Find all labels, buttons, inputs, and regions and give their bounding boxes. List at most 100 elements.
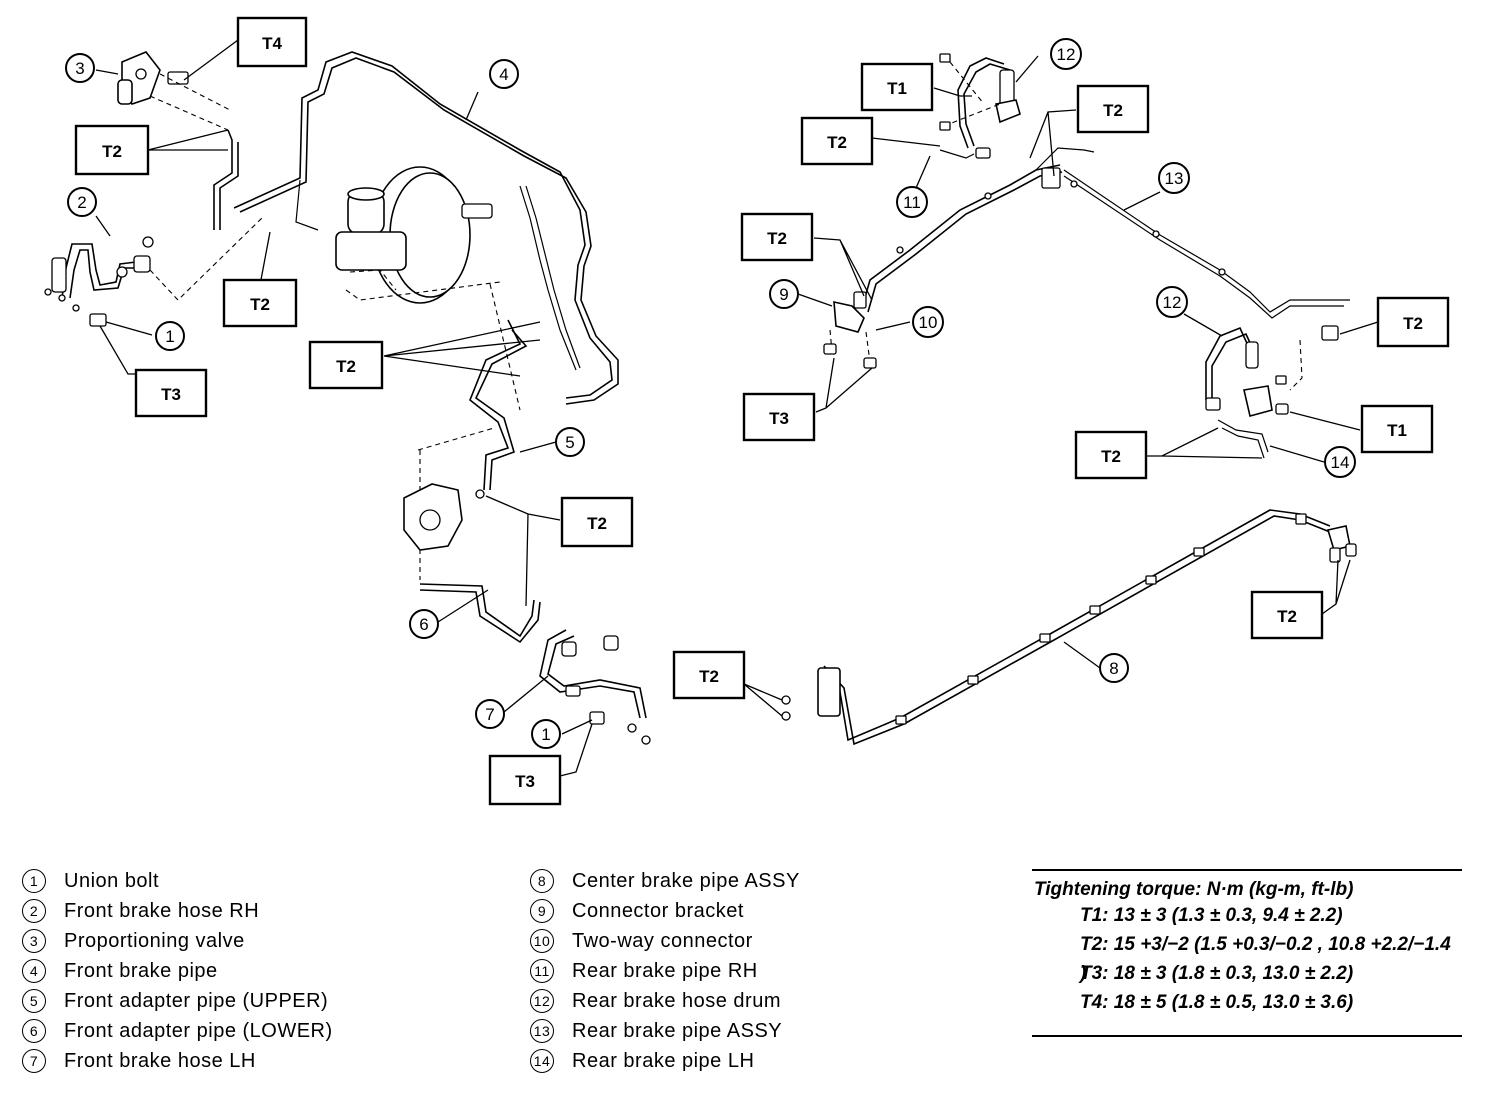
rear-brake-pipe-assy xyxy=(861,147,1350,319)
svg-text:T2: T2 xyxy=(250,295,270,314)
svg-text:1: 1 xyxy=(541,725,550,744)
rear-brake-hose-drum-right xyxy=(1205,325,1339,459)
legend-number: 7 xyxy=(22,1049,46,1073)
legend-text: Center brake pipe ASSY xyxy=(572,869,800,892)
legend-number: 1 xyxy=(22,869,46,893)
callout-12-right: 12 xyxy=(1156,286,1188,318)
legend-text: Connector bracket xyxy=(572,899,744,922)
rear-brake-hose-drum-top xyxy=(939,53,1021,159)
svg-text:13: 13 xyxy=(1165,169,1184,188)
svg-text:T2: T2 xyxy=(699,667,719,686)
svg-text:T3: T3 xyxy=(161,385,181,404)
legend-item: 9 Connector bracket xyxy=(530,896,1000,926)
svg-text:9: 9 xyxy=(779,285,788,304)
torque-box-t3-bottom: T3 xyxy=(488,754,562,806)
svg-text:T2: T2 xyxy=(587,514,607,533)
svg-text:T2: T2 xyxy=(102,142,122,161)
connector-bracket xyxy=(823,291,877,369)
torque-box-t2-adapter: T2 xyxy=(560,496,634,548)
callout-5: 5 xyxy=(555,427,585,457)
svg-text:8: 8 xyxy=(1109,659,1118,678)
torque-box-t1-rear-right: T1 xyxy=(1360,404,1434,454)
legend-number: 2 xyxy=(22,899,46,923)
torque-t1: T1: 13 ± 3 (1.3 ± 0.3, 9.4 ± 2.2) xyxy=(1080,905,1343,926)
torque-box-t4-top: T4 xyxy=(236,16,308,68)
callout-3: 3 xyxy=(65,53,95,83)
legend-item: 14 Rear brake pipe LH xyxy=(530,1046,1000,1076)
union-bolt-left xyxy=(89,313,153,375)
torque-box-t2-center-left: T2 xyxy=(672,650,746,700)
tightening-torque-spec: Tightening torque: N·m (kg-m, ft-lb) T1:… xyxy=(1032,869,1462,1037)
svg-text:T1: T1 xyxy=(1387,421,1407,440)
legend-item: 8 Center brake pipe ASSY xyxy=(530,866,1000,896)
callout-9: 9 xyxy=(769,279,799,309)
torque-box-t2-rear-conn: T2 xyxy=(740,212,814,262)
center-leaders xyxy=(743,559,1351,717)
legend-text: Front brake pipe xyxy=(64,959,218,982)
svg-text:5: 5 xyxy=(565,433,574,452)
svg-text:T4: T4 xyxy=(262,34,282,53)
svg-text:4: 4 xyxy=(499,65,508,84)
legend-text: Rear brake pipe LH xyxy=(572,1049,755,1072)
svg-text:T2: T2 xyxy=(1103,101,1123,120)
legend-item: 3 Proportioning valve xyxy=(22,926,492,956)
callout-1-left: 1 xyxy=(155,321,185,351)
svg-text:3: 3 xyxy=(75,59,84,78)
svg-text:T2: T2 xyxy=(336,357,356,376)
front-brake-pipe xyxy=(213,51,619,405)
rear-leaders xyxy=(797,55,1379,463)
svg-text:14: 14 xyxy=(1331,453,1350,472)
legend-number: 3 xyxy=(22,929,46,953)
torque-t2: T2: 15 +3/−2 (1.5 +0.3/−0.2 , 10.8 +2.2/… xyxy=(1080,934,1451,984)
master-cylinder xyxy=(335,166,501,304)
center-brake-pipe-assy xyxy=(781,509,1357,746)
callout-4: 4 xyxy=(489,59,519,89)
torque-box-t2-front-mid: T2 xyxy=(222,278,298,328)
legend-number: 10 xyxy=(530,929,554,953)
front-brake-hose-lh xyxy=(539,629,651,745)
legend-text: Front adapter pipe (LOWER) xyxy=(64,1019,333,1042)
svg-text:T2: T2 xyxy=(767,229,787,248)
torque-box-t2-rear-top: T2 xyxy=(1076,84,1150,134)
callout-8: 8 xyxy=(1099,653,1129,683)
proportioning-valve xyxy=(117,51,231,131)
legend-number: 6 xyxy=(22,1019,46,1043)
svg-text:12: 12 xyxy=(1163,293,1182,312)
legend-number: 8 xyxy=(530,869,554,893)
callout-10: 10 xyxy=(912,306,944,338)
svg-text:T2: T2 xyxy=(827,133,847,152)
front-brake-hose-rh xyxy=(44,217,263,312)
callout-13: 13 xyxy=(1158,162,1190,194)
svg-text:6: 6 xyxy=(419,615,428,634)
legend-text: Rear brake hose drum xyxy=(572,989,781,1012)
legend-text: Front brake hose LH xyxy=(64,1049,256,1072)
svg-text:10: 10 xyxy=(919,313,938,332)
svg-text:12: 12 xyxy=(1057,45,1076,64)
legend-item: 7 Front brake hose LH xyxy=(22,1046,492,1076)
legend-item: 6 Front adapter pipe (LOWER) xyxy=(22,1016,492,1046)
svg-text:T3: T3 xyxy=(769,409,789,428)
svg-text:7: 7 xyxy=(485,705,494,724)
torque-box-t2-rear-lh: T2 xyxy=(1074,430,1148,480)
legend-item: 12 Rear brake hose drum xyxy=(530,986,1000,1016)
legend-number: 13 xyxy=(530,1019,554,1043)
callout-1-bottom: 1 xyxy=(531,719,561,749)
legend-number: 14 xyxy=(530,1049,554,1073)
legend-number: 9 xyxy=(530,899,554,923)
svg-text:1: 1 xyxy=(165,327,174,346)
legend-number: 11 xyxy=(530,959,554,983)
svg-text:2: 2 xyxy=(77,193,86,212)
callout-2: 2 xyxy=(67,187,97,217)
torque-box-t2-valve: T2 xyxy=(74,124,150,176)
callout-7: 7 xyxy=(475,699,505,729)
legend-number: 12 xyxy=(530,989,554,1013)
svg-text:T1: T1 xyxy=(887,79,907,98)
svg-text:T2: T2 xyxy=(1277,607,1297,626)
torque-t4: T4: 18 ± 5 (1.8 ± 0.5, 13.0 ± 3.6) xyxy=(1080,992,1354,1013)
legend-text: Proportioning valve xyxy=(64,929,245,952)
